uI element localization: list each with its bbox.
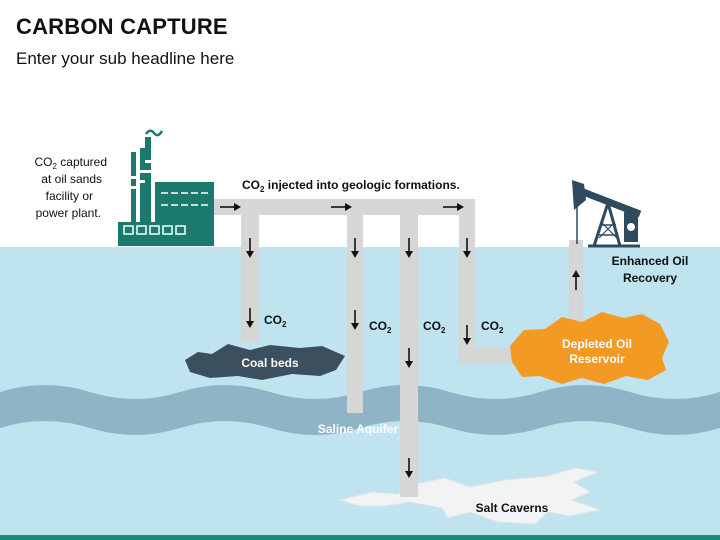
arrow-right xyxy=(331,203,352,211)
arrow-down xyxy=(405,348,413,368)
saline-aquifer-label: Saline Aquifer xyxy=(318,422,399,436)
arrow-down xyxy=(405,238,413,258)
arrow-down xyxy=(463,325,471,345)
injected-label: CO2 injected into geologic formations. xyxy=(242,178,460,194)
page-title: CARBON CAPTURE xyxy=(16,14,228,39)
enhanced-recovery-label-line1: Enhanced Oil xyxy=(612,254,689,268)
arrow-down xyxy=(246,308,254,328)
co2-label: CO2 xyxy=(423,319,446,335)
salt-caverns-label: Salt Caverns xyxy=(476,501,549,515)
coal-beds-label: Coal beds xyxy=(241,356,299,370)
factory-icon xyxy=(118,129,214,246)
arrow-down xyxy=(351,310,359,330)
arrow-right xyxy=(443,203,464,211)
arrow-right xyxy=(220,203,241,211)
co2-label: CO2 xyxy=(369,319,392,335)
arrow-down xyxy=(246,238,254,258)
flow-arrows xyxy=(220,203,580,478)
arrow-down xyxy=(405,458,413,478)
captured-label-line3: facility or xyxy=(46,189,93,203)
depleted-reservoir-label-line2: Reservoir xyxy=(569,352,625,366)
salt-caverns-shape xyxy=(338,467,602,525)
captured-label-line2: at oil sands xyxy=(41,172,102,186)
captured-label-line4: power plant. xyxy=(36,206,101,220)
page-subtitle: Enter your sub headline here xyxy=(16,49,235,68)
arrow-down xyxy=(351,238,359,258)
depleted-reservoir-label-line1: Depleted Oil xyxy=(562,337,632,351)
pumpjack-icon xyxy=(572,180,642,248)
co2-label: CO2 xyxy=(264,313,287,329)
arrow-down xyxy=(463,238,471,258)
captured-label-line1: CO2 captured xyxy=(35,155,108,171)
enhanced-recovery-label-line2: Recovery xyxy=(623,271,677,285)
co2-label: CO2 xyxy=(481,319,504,335)
footer-bar xyxy=(0,535,720,540)
coal-beds-shape xyxy=(185,344,345,380)
depleted-oil-reservoir-shape xyxy=(510,312,669,384)
arrow-up xyxy=(572,270,580,290)
